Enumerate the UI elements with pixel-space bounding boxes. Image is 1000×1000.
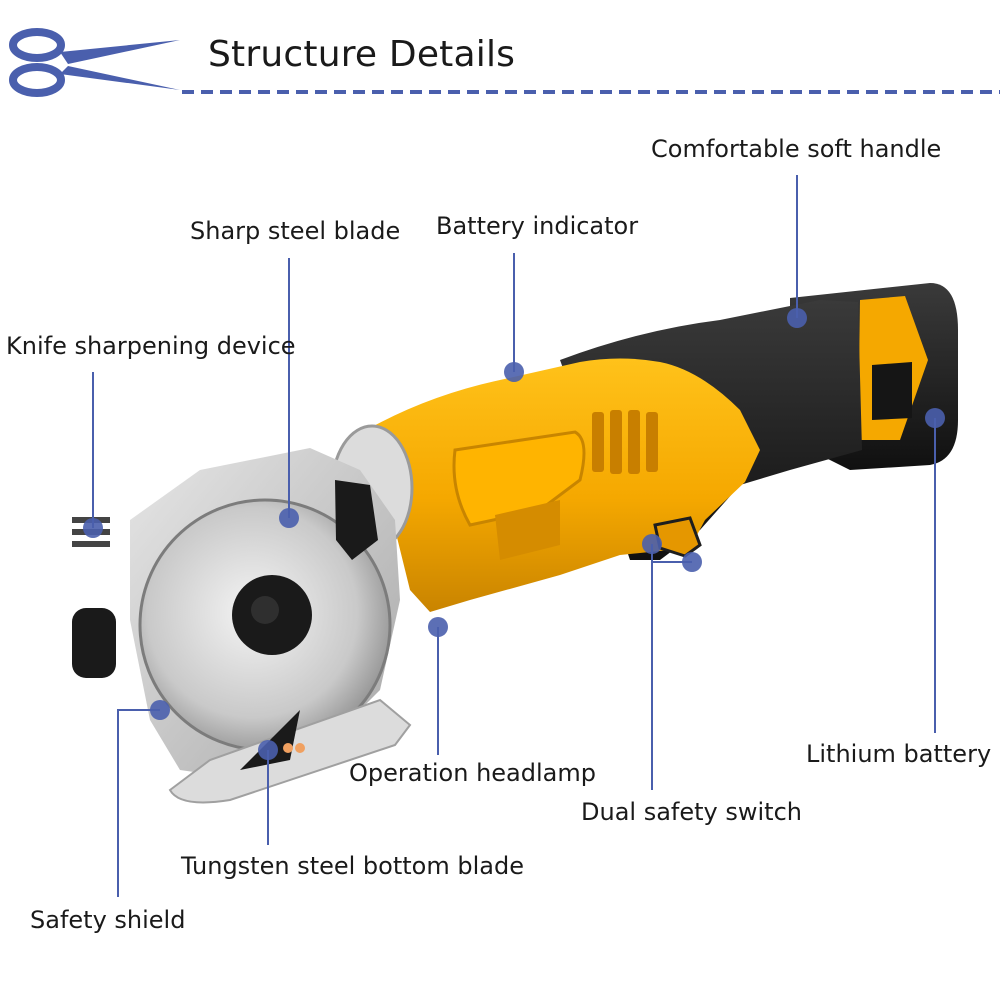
dot-lithium-battery bbox=[925, 408, 945, 428]
label-tungsten-steel-bottom-blade: Tungsten steel bottom blade bbox=[181, 852, 524, 880]
tungsten-bottom-blade bbox=[240, 710, 300, 770]
label-lithium-battery: Lithium battery bbox=[806, 740, 992, 768]
adjustment-knob bbox=[72, 608, 116, 678]
dot-headlamp bbox=[428, 617, 448, 637]
label-comfortable-soft-handle: Comfortable soft handle bbox=[651, 135, 942, 163]
page-title: Structure Details bbox=[208, 34, 516, 75]
dot-sharpener bbox=[83, 518, 103, 538]
label-safety-shield: Safety shield bbox=[30, 906, 186, 934]
label-knife-sharpening-device: Knife sharpening device bbox=[6, 332, 296, 360]
leader-lines bbox=[92, 175, 936, 897]
callout-dots bbox=[83, 308, 945, 760]
label-battery-indicator: Battery indicator bbox=[436, 212, 639, 240]
label-dual-safety-switch: Dual safety switch bbox=[581, 798, 802, 826]
dot-safety-shield bbox=[150, 700, 170, 720]
dot-battery-indicator bbox=[504, 362, 524, 382]
scissors-icon bbox=[9, 28, 180, 97]
label-operation-headlamp: Operation headlamp bbox=[349, 759, 596, 787]
dot-switch-2 bbox=[682, 552, 702, 572]
dot-handle bbox=[787, 308, 807, 328]
dot-blade bbox=[279, 508, 299, 528]
dot-switch-1 bbox=[642, 534, 662, 554]
vent-grille bbox=[592, 410, 658, 474]
rotary-cutter-illustration bbox=[72, 283, 958, 804]
dot-bottom-blade bbox=[258, 740, 278, 760]
label-sharp-steel-blade: Sharp steel blade bbox=[190, 217, 401, 245]
